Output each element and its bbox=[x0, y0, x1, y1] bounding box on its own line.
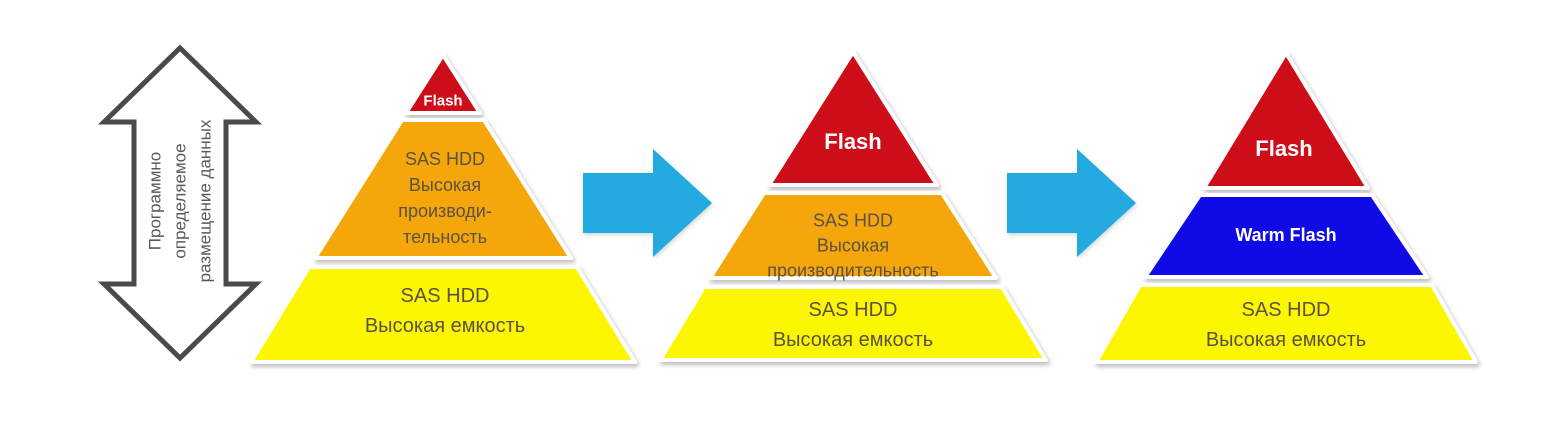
tier-label-line: SAS HDD bbox=[400, 285, 490, 307]
tier-label-line: Высокая bbox=[408, 175, 482, 195]
pyramid2-performance-label: SAS HDD Высокая производительность bbox=[767, 209, 939, 284]
software-defined-placement-label: Программно определяемое размещение данны… bbox=[143, 120, 218, 283]
updown-label-line: размещение данных bbox=[195, 119, 215, 283]
pyramid3-capacity-label: SAS HDD Высокая емкость bbox=[1206, 295, 1366, 355]
updown-arrow bbox=[97, 44, 263, 362]
tier-label-line: Flash bbox=[1255, 136, 1313, 161]
pyramid3-capacity-tier bbox=[1094, 283, 1478, 364]
pyramid3-warm-flash-label: Warm Flash bbox=[1235, 225, 1336, 245]
pyramid1-performance-label: SAS HDD Высокая производи- тельность bbox=[398, 146, 492, 250]
pyramid1-flash-tier bbox=[404, 53, 482, 115]
tier-label-line: Flash bbox=[824, 129, 882, 154]
tier-label-line: Высокая емкость bbox=[772, 329, 934, 351]
pyramid3-warm-flash-tier bbox=[1143, 193, 1429, 279]
tier-label-line: Высокая емкость bbox=[1205, 329, 1367, 351]
pyramid2-capacity-tier bbox=[658, 285, 1048, 362]
pyramid3-flash-tier bbox=[1202, 51, 1370, 190]
tier-label-line: производи- bbox=[398, 201, 492, 221]
right-arrow-icon bbox=[1007, 149, 1136, 257]
pyramid-stage-1 bbox=[249, 53, 637, 364]
tier-label-line: SAS HDD bbox=[404, 149, 486, 169]
pyramid3-flash-label: Flash bbox=[1255, 137, 1312, 161]
updown-arrow-shape bbox=[97, 44, 263, 362]
pyramid-stage-2 bbox=[658, 50, 1048, 362]
pyramid1-capacity-tier bbox=[249, 265, 637, 364]
pyramid2-flash-tier bbox=[767, 50, 939, 187]
flow-arrow-1 bbox=[583, 149, 712, 257]
pyramid2-flash-label: Flash bbox=[824, 130, 881, 154]
tier-label-line: Warm Flash bbox=[1235, 225, 1337, 245]
pyramid1-capacity-label: SAS HDD Высокая емкость bbox=[365, 281, 525, 341]
tier-label-line: Высокая емкость bbox=[364, 315, 526, 337]
tier-label-line: SAS HDD bbox=[808, 299, 898, 321]
pyramid1-flash-label: Flash bbox=[423, 93, 462, 110]
tier-label-line: SAS HDD bbox=[812, 210, 893, 231]
tier-label-line: тельность bbox=[403, 227, 487, 247]
tier-label-line: SAS HDD bbox=[1241, 299, 1331, 321]
tier-label-line: Высокая bbox=[816, 235, 890, 256]
pyramid-stage-3 bbox=[1094, 51, 1478, 364]
tier-label-line: Flash bbox=[423, 92, 463, 110]
pyramid2-performance-tier bbox=[708, 191, 998, 280]
pyramid2-capacity-label: SAS HDD Высокая емкость bbox=[773, 295, 933, 355]
pyramid1-performance-tier bbox=[313, 118, 573, 260]
updown-label-line: определяемое bbox=[170, 143, 190, 259]
tier-label-line: производительность bbox=[767, 260, 939, 281]
updown-label-line: Программно bbox=[145, 151, 165, 251]
right-arrow-icon bbox=[583, 149, 712, 257]
flow-arrow-2 bbox=[1007, 149, 1136, 257]
